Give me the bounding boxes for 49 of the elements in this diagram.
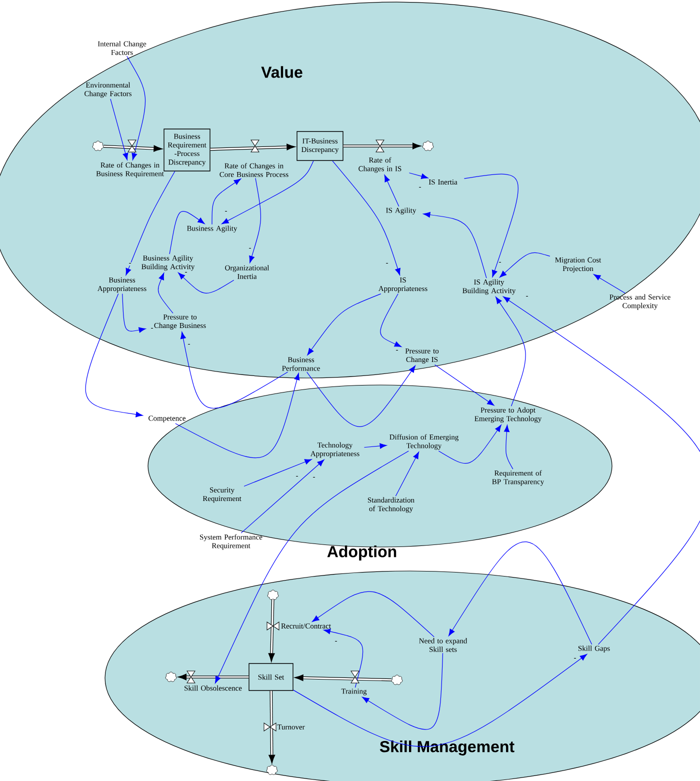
causal-arrow	[86, 293, 143, 418]
cloud-symbol	[266, 764, 278, 775]
causal-arrow	[126, 171, 176, 276]
flow-pipe	[178, 674, 249, 680]
causal-arrow	[362, 652, 444, 730]
causal-arrow	[384, 174, 400, 207]
flow-pipe	[268, 599, 275, 662]
causal-arrow	[180, 332, 288, 409]
cloud-symbol	[92, 140, 104, 151]
cloud-symbol	[165, 672, 177, 682]
causal-arrow	[222, 160, 314, 224]
causal-arrow	[244, 459, 312, 487]
causal-arrow	[500, 252, 550, 278]
causal-arrow	[169, 210, 205, 254]
cloud-symbol	[267, 590, 279, 600]
causal-arrow	[293, 654, 588, 746]
causal-arrow	[332, 160, 400, 276]
causal-arrow	[364, 443, 387, 449]
causal-arrow	[502, 296, 700, 645]
causal-arrow	[448, 542, 592, 645]
causal-arrow	[110, 98, 128, 160]
causal-arrow	[395, 452, 420, 496]
causal-arrow	[495, 296, 526, 406]
causal-arrow	[306, 365, 416, 427]
causal-arrow	[178, 272, 234, 294]
causal-arrow	[380, 293, 402, 348]
causal-arrow	[212, 178, 242, 225]
flow-pipe	[268, 690, 276, 764]
causal-arrow	[593, 274, 626, 294]
causal-arrow	[249, 178, 261, 263]
causal-arrow	[126, 56, 146, 160]
flow-pipe	[210, 144, 296, 151]
causal-arrow	[464, 174, 518, 278]
causal-arrow	[312, 591, 434, 638]
causal-arrow	[323, 628, 364, 688]
causal-arrow	[307, 293, 382, 356]
causal-arrow	[122, 293, 146, 333]
causal-arrow	[214, 450, 409, 684]
cloud-symbol	[391, 674, 403, 685]
node-label: Adoption	[327, 546, 396, 560]
flow-pipe	[294, 674, 392, 682]
causal-arrow	[423, 212, 487, 278]
causal-arrow	[408, 172, 428, 179]
cloud-symbol	[422, 140, 434, 151]
causal-arrow	[504, 424, 514, 470]
causal-arrow	[438, 424, 502, 464]
causal-arrow	[158, 272, 174, 314]
flow-pipe	[104, 144, 163, 152]
flow-pipe	[343, 142, 422, 150]
